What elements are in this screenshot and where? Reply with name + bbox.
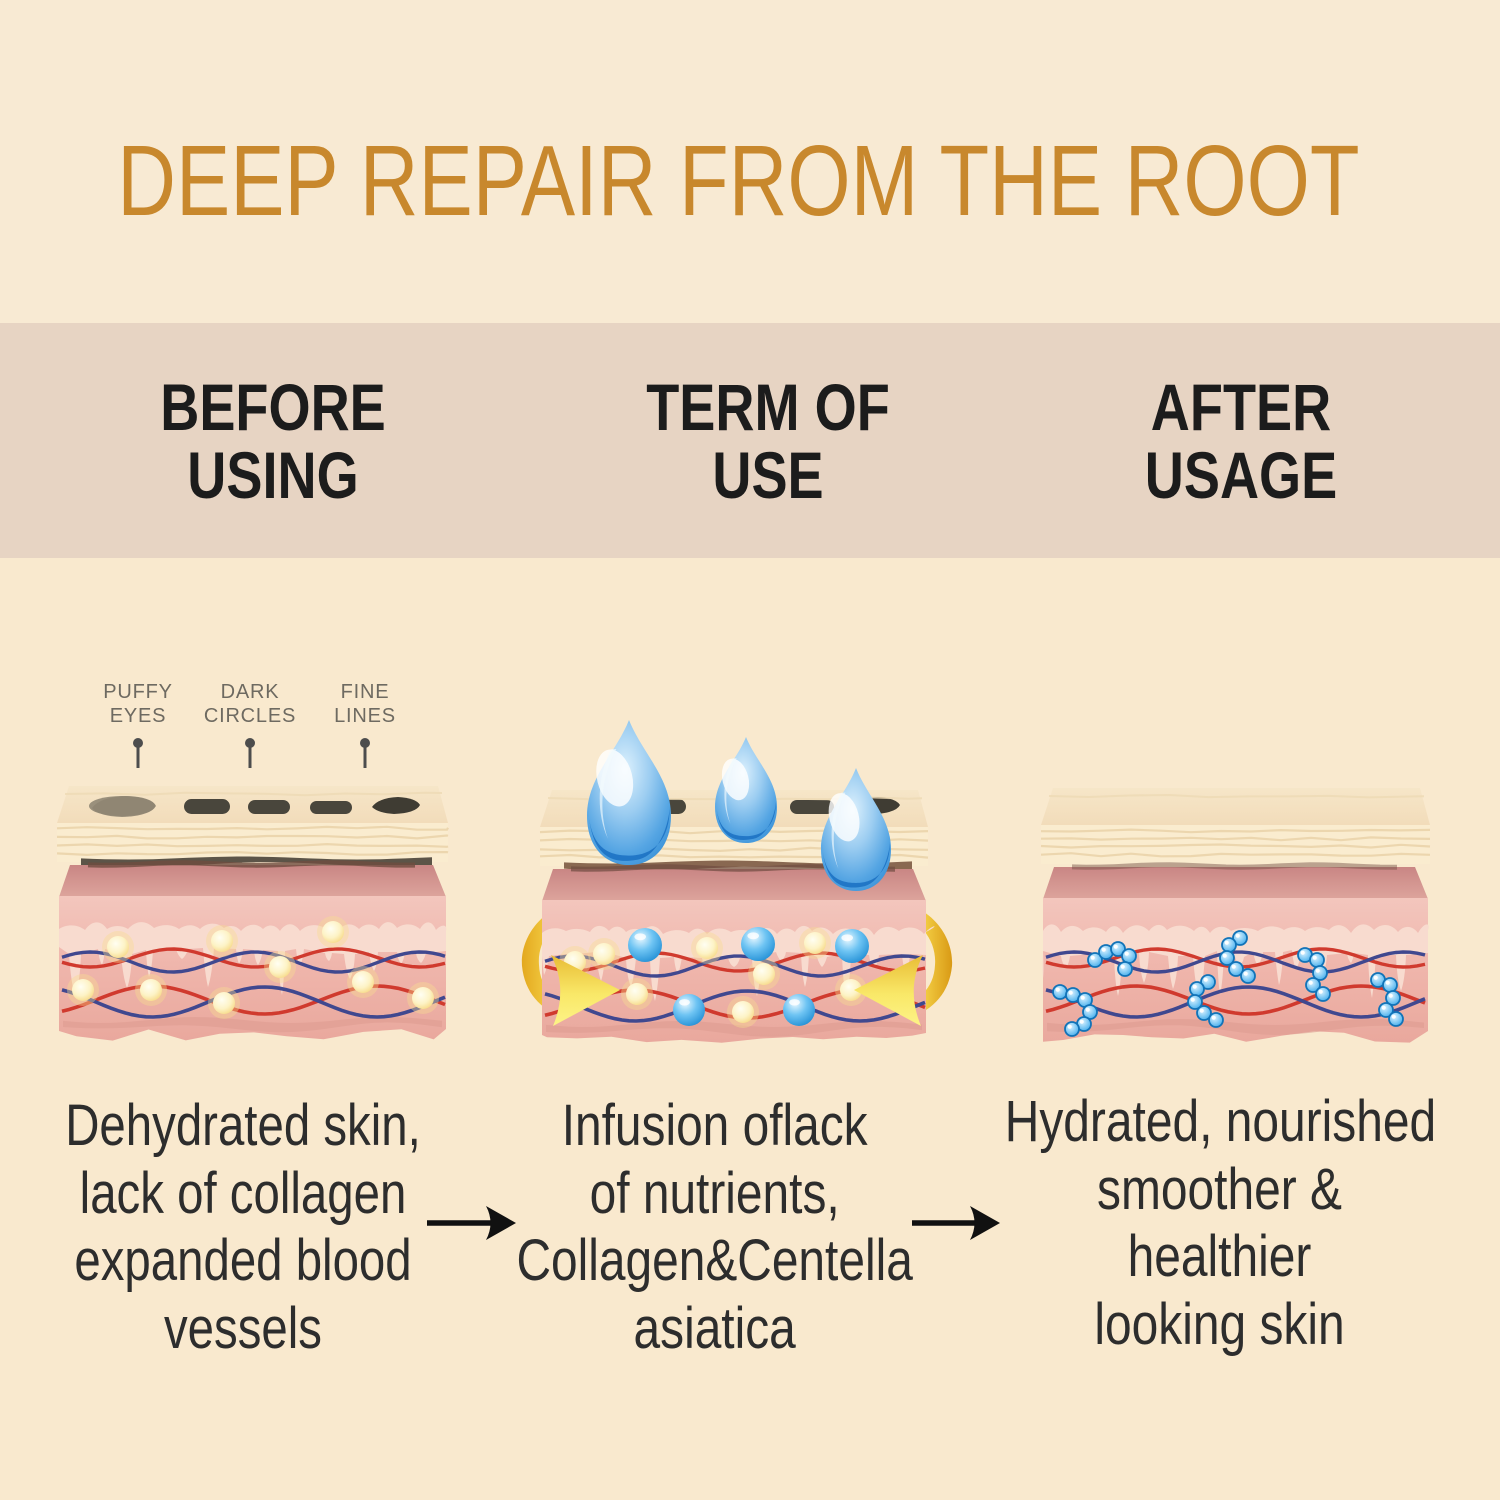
svg-text:FINE: FINE: [341, 681, 390, 703]
svg-text:DARK: DARK: [221, 681, 280, 703]
svg-text:LINES: LINES: [334, 705, 396, 727]
svg-text:PUFFY: PUFFY: [103, 681, 173, 703]
svg-text:CIRCLES: CIRCLES: [204, 705, 296, 727]
svg-text:EYES: EYES: [110, 705, 167, 727]
